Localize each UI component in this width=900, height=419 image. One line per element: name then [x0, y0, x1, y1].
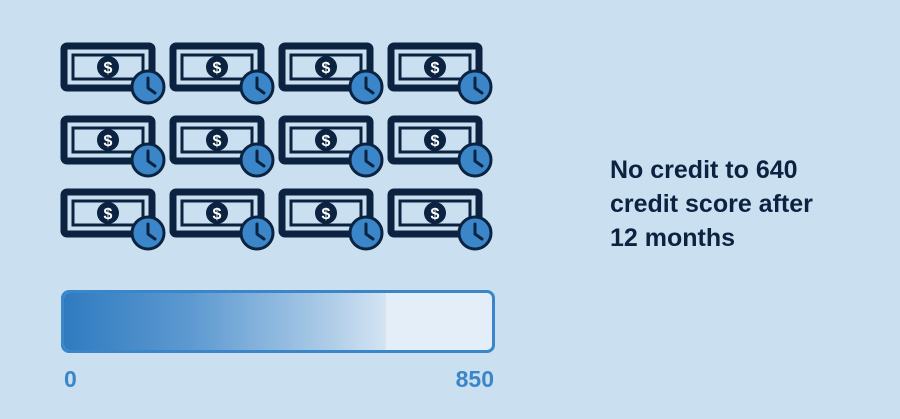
money-clock-icon: $ — [60, 42, 168, 108]
caption: No credit to 640 credit score after 12 m… — [610, 153, 870, 255]
money-clock-icon: $ — [169, 115, 277, 181]
svg-text:$: $ — [322, 133, 331, 150]
svg-text:$: $ — [322, 206, 331, 223]
scale-min-label: 0 — [64, 366, 77, 392]
money-clock-icon: $ — [387, 188, 495, 254]
payment-icon-grid: $ $ $ $ $ $ $ $ $ $ $ $ — [60, 42, 500, 252]
money-clock-icon: $ — [278, 115, 386, 181]
svg-text:$: $ — [213, 133, 222, 150]
scale-max-label: 850 — [455, 366, 494, 392]
money-clock-icon: $ — [60, 188, 168, 254]
money-clock-icon: $ — [169, 42, 277, 108]
svg-text:$: $ — [322, 60, 331, 77]
caption-line: 12 months — [610, 224, 736, 252]
money-clock-icon: $ — [278, 42, 386, 108]
caption-line: credit score after — [610, 190, 813, 218]
money-clock-icon: $ — [60, 115, 168, 181]
credit-score-fill — [64, 293, 387, 350]
credit-score-bar — [61, 290, 495, 353]
svg-text:$: $ — [431, 60, 440, 77]
money-clock-icon: $ — [387, 115, 495, 181]
svg-text:$: $ — [431, 206, 440, 223]
caption-line: No credit to 640 — [610, 156, 798, 184]
svg-text:$: $ — [104, 206, 113, 223]
money-clock-icon: $ — [169, 188, 277, 254]
svg-text:$: $ — [213, 206, 222, 223]
svg-text:$: $ — [104, 60, 113, 77]
money-clock-icon: $ — [387, 42, 495, 108]
money-clock-icon: $ — [278, 188, 386, 254]
svg-text:$: $ — [104, 133, 113, 150]
svg-text:$: $ — [213, 60, 222, 77]
svg-text:$: $ — [431, 133, 440, 150]
